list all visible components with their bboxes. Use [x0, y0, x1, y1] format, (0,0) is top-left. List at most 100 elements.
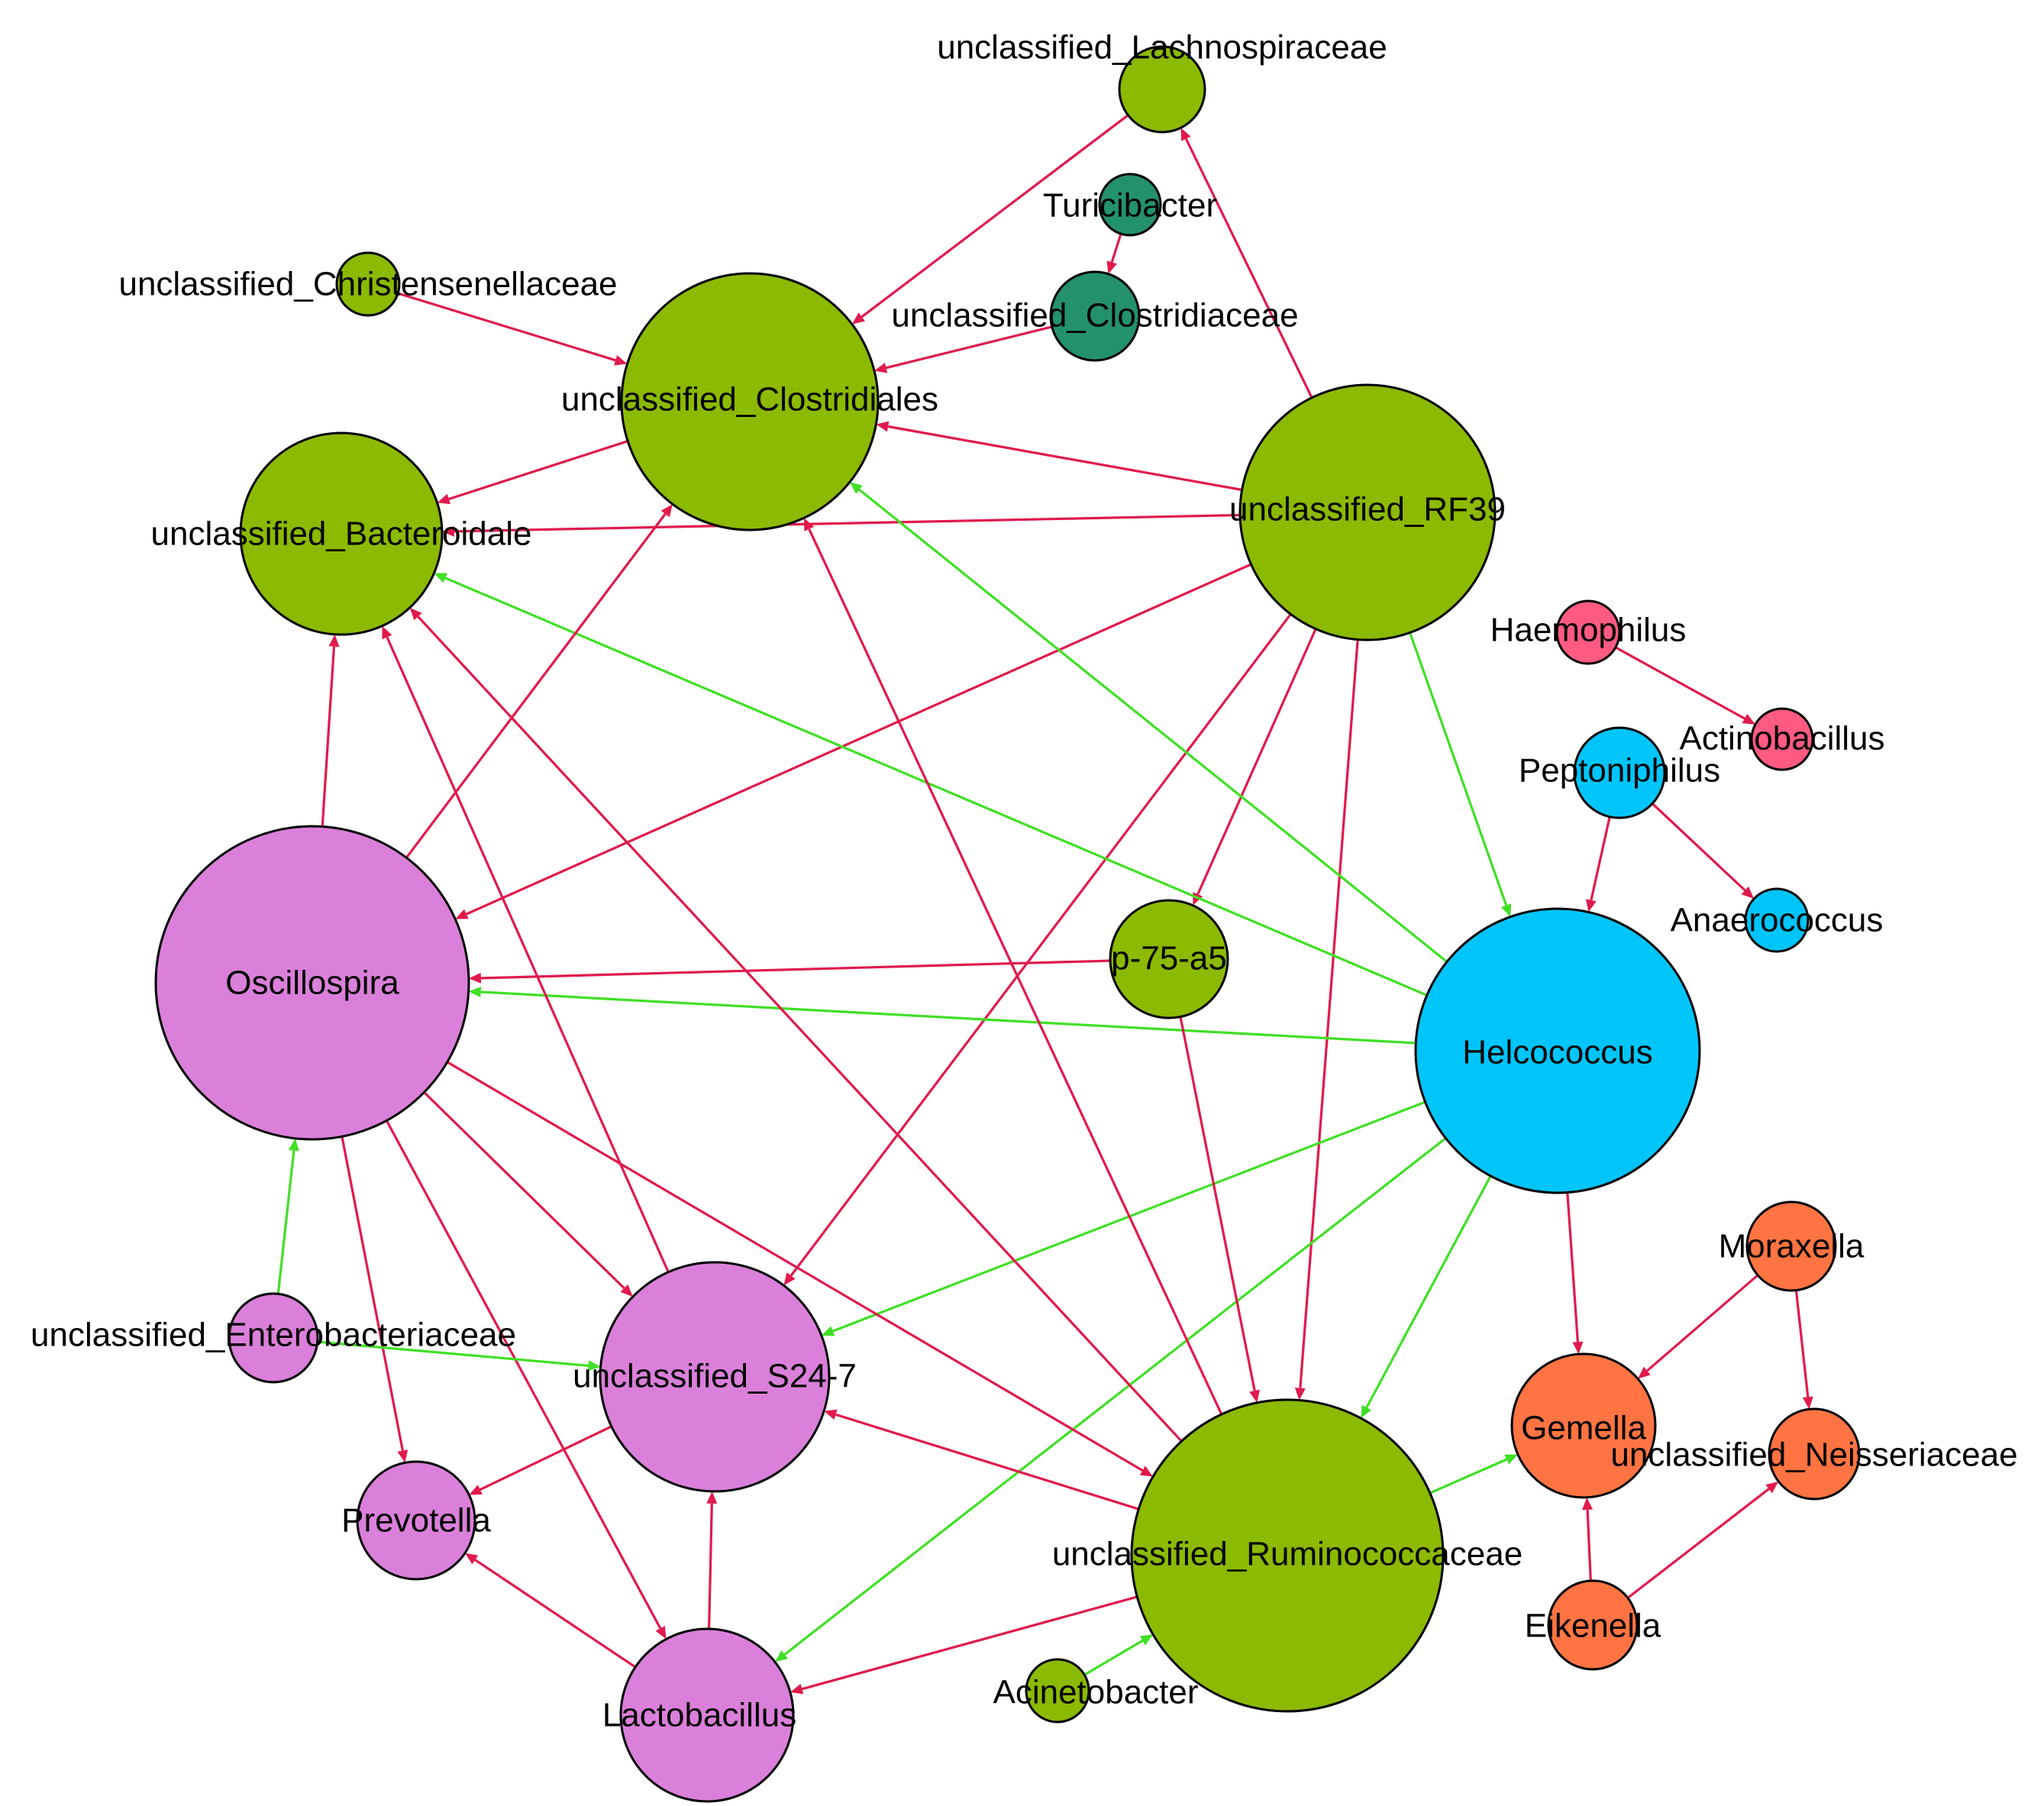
node-label-helco: Helcococcus — [1462, 1034, 1652, 1071]
edge-line — [1794, 1290, 1810, 1397]
edge-entero-oscillo — [276, 1138, 299, 1294]
node-turici — [1098, 173, 1162, 237]
edge-arrowhead — [469, 1485, 483, 1495]
node-label-rumino: unclassified_Ruminococcaceae — [1052, 1536, 1523, 1573]
node-neisseria — [1768, 1407, 1861, 1501]
edge-arrowhead — [1501, 903, 1512, 917]
edge-helco-clostridiales — [850, 482, 1448, 963]
node-lachno — [1118, 45, 1206, 134]
node-entero — [228, 1292, 319, 1384]
edge-line — [886, 325, 1053, 370]
edge-line — [417, 615, 1183, 1443]
edge-entero-s247 — [317, 1340, 601, 1371]
edge-arrowhead — [821, 1326, 835, 1336]
node-p75 — [1109, 899, 1229, 1019]
edge-line — [708, 1503, 713, 1630]
edge-line — [1409, 632, 1508, 906]
edge-clostridiales-bacteroidale — [437, 440, 628, 505]
edge-arrowhead — [874, 363, 888, 373]
edge-line — [1196, 628, 1317, 895]
edge-p75-rumino — [1179, 1016, 1260, 1403]
edge-arrowhead — [1582, 1497, 1593, 1510]
node-label-entero: unclassified_Enterobacteriaceae — [31, 1317, 516, 1354]
edge-line — [858, 488, 1448, 963]
nodes-layer — [154, 45, 1861, 1803]
edge-line — [861, 114, 1129, 318]
edge-arrowhead — [775, 1650, 788, 1662]
node-label-prevotella: Prevotella — [341, 1502, 491, 1539]
node-rf39 — [1238, 383, 1497, 641]
edge-oscillo-s247 — [423, 1091, 633, 1297]
edge-line — [790, 613, 1292, 1277]
edge-rf39-rumino — [1294, 639, 1359, 1401]
edge-lacto-s247 — [706, 1491, 718, 1630]
edge-line — [474, 1559, 636, 1669]
edge-arrowhead — [328, 634, 340, 648]
edge-arrowhead — [790, 1684, 804, 1695]
edge-line — [1626, 1488, 1770, 1599]
edge-line — [480, 990, 1416, 1045]
edge-acineto-rumino — [1083, 1634, 1154, 1676]
edges-layer — [276, 114, 1813, 1695]
edge-helco-lacto — [775, 1137, 1447, 1662]
node-label-christ: unclassified_Christensenellaceae — [118, 266, 617, 303]
edge-p75-oscillo — [468, 959, 1111, 984]
node-oscillo — [154, 825, 470, 1141]
edge-oscillo-clostridiales — [405, 504, 673, 859]
edge-arrowhead — [1741, 886, 1755, 899]
node-rumino — [1130, 1398, 1445, 1713]
edge-arrowhead — [468, 972, 482, 984]
edge-arrowhead — [1765, 1481, 1779, 1494]
edge-rf39-bacteroidale — [442, 513, 1241, 537]
edge-rumino-bacteroidale — [409, 607, 1183, 1443]
edge-clostridiaceae-clostridiales — [874, 325, 1053, 373]
edge-line — [801, 1595, 1138, 1691]
node-label-anaero: Anaerococcus — [1671, 902, 1884, 939]
node-label-s247: unclassified_S24-7 — [573, 1358, 857, 1395]
edge-christ-clostridiales — [397, 292, 628, 366]
edge-rf39-p75 — [1193, 628, 1317, 906]
edge-rumino-lacto — [790, 1595, 1138, 1695]
node-label-clostridiaceae: unclassified_Clostridiaceae — [891, 297, 1298, 334]
edge-rumino-clostridiales — [804, 518, 1223, 1415]
node-label-bacteroidale: unclassified_Bacteroidale — [151, 515, 532, 553]
edge-line — [1586, 1509, 1592, 1581]
node-lacto — [619, 1627, 795, 1803]
edge-rf39-s247 — [783, 613, 1292, 1286]
edge-oscillo-prevotella — [341, 1136, 408, 1463]
edge-rf39-clostridiales — [876, 421, 1242, 492]
edge-line — [466, 563, 1252, 916]
edge-arrowhead — [437, 493, 450, 505]
edge-arrowhead — [434, 573, 447, 583]
edge-line — [1566, 1192, 1579, 1342]
edge-line — [1179, 1016, 1256, 1391]
node-haemo — [1555, 599, 1621, 665]
edge-arrowhead — [706, 1491, 718, 1504]
edge-s247-bacteroidale — [382, 625, 670, 1273]
edge-line — [1110, 233, 1122, 263]
node-anaero — [1744, 887, 1810, 953]
edge-arrowhead — [851, 312, 865, 325]
edge-moraxella-gemella — [1638, 1274, 1759, 1379]
edge-oscillo-lacto — [385, 1119, 667, 1640]
node-christ — [335, 251, 401, 317]
edge-line — [480, 959, 1111, 980]
edge-line — [385, 1119, 662, 1630]
edge-arrowhead — [824, 1409, 838, 1420]
edge-arrowhead — [382, 625, 392, 640]
node-actino — [1750, 707, 1814, 771]
edge-arrowhead — [288, 1138, 299, 1152]
edge-oscillo-bacteroidale — [321, 634, 340, 827]
edge-rf39-oscillo — [455, 563, 1252, 919]
edge-line — [1429, 1458, 1507, 1494]
node-helco — [1414, 907, 1701, 1194]
edge-arrowhead — [1249, 1389, 1260, 1403]
edge-line — [783, 1137, 1447, 1656]
node-label-eikenella: Eikenella — [1525, 1607, 1661, 1645]
edge-line — [808, 528, 1223, 1415]
node-s247 — [599, 1261, 831, 1493]
edge-arrowhead — [783, 1272, 796, 1286]
edge-line — [423, 1091, 625, 1290]
